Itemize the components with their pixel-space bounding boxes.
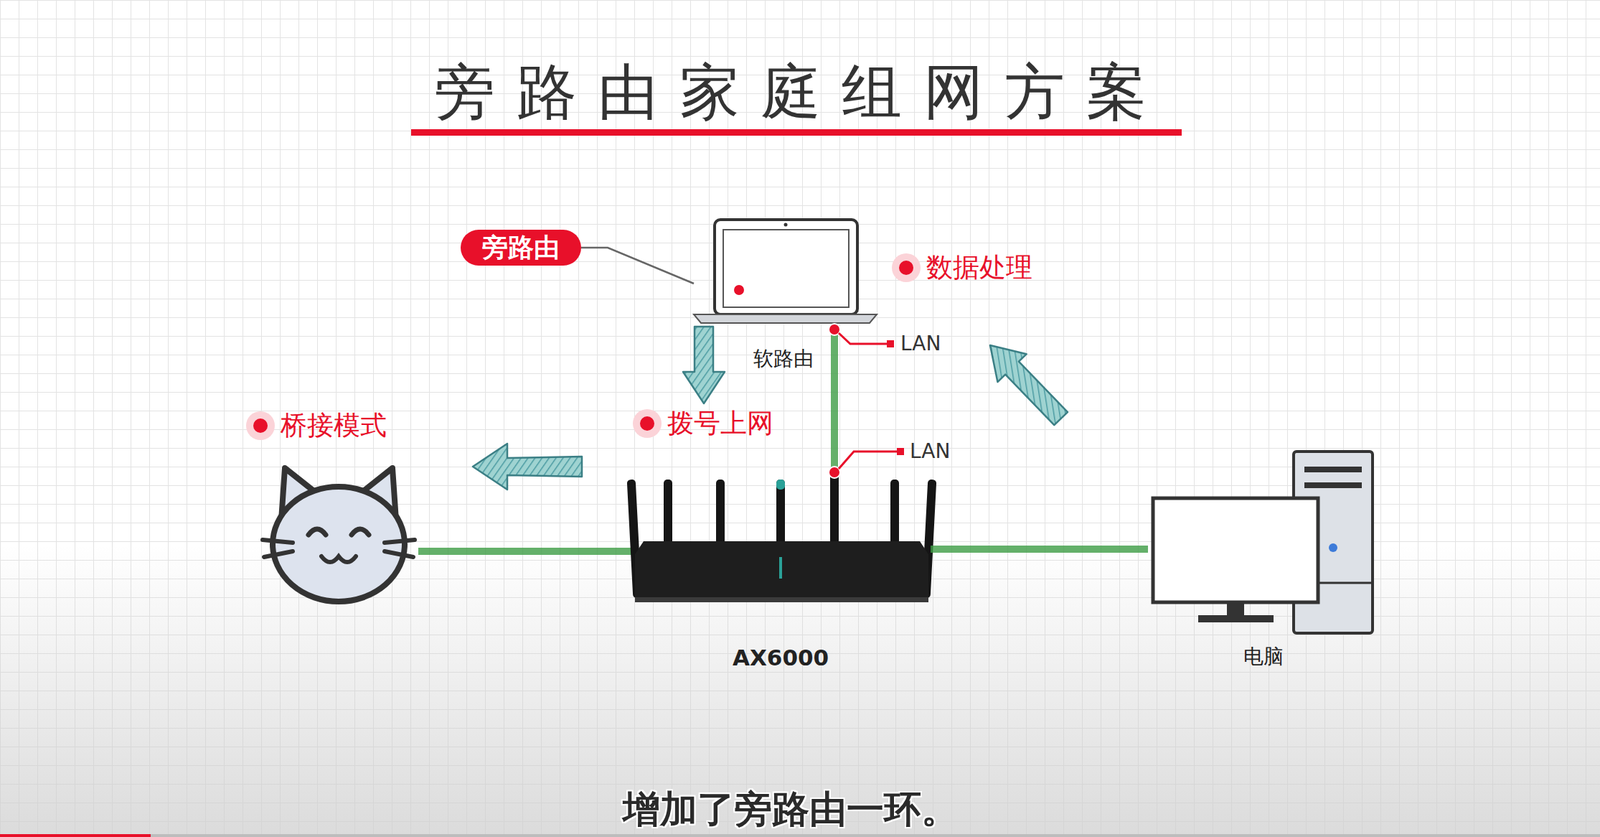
- monitor-foot: [1198, 614, 1274, 623]
- port-marker: [828, 323, 894, 348]
- dot: [253, 418, 268, 433]
- port-marker: [828, 447, 905, 478]
- cat-eye: [308, 528, 326, 535]
- dot: [640, 416, 655, 431]
- monitor-stand: [1226, 601, 1245, 617]
- device-label: 软路由: [753, 346, 814, 371]
- device-label: 电脑: [1243, 644, 1284, 669]
- router-antenna: [776, 479, 785, 548]
- laptop-camera: [784, 223, 788, 227]
- computer-icon: [1153, 451, 1373, 633]
- tower-slot: [1304, 466, 1362, 473]
- flow-arrow: [472, 443, 582, 490]
- laptop-icon: [693, 219, 877, 323]
- feature-label: 数据处理: [926, 251, 1033, 284]
- port-label: LAN: [900, 331, 941, 356]
- power-light: [1328, 543, 1338, 552]
- subtitle-caption: 增加了旁路由一环。: [622, 788, 959, 830]
- leader-line: [838, 451, 899, 469]
- network-cable: [930, 545, 1148, 553]
- dot-halo: [632, 408, 662, 438]
- router-icon: [627, 472, 938, 602]
- cat-eye: [351, 528, 369, 535]
- callout-dot: [733, 284, 745, 295]
- router-antenna: [830, 472, 839, 548]
- bullet-dot: [891, 253, 921, 282]
- tower-slot: [1304, 482, 1362, 488]
- dot: [899, 260, 914, 275]
- router-node: AX6000: [632, 472, 931, 602]
- callout-text: 旁路由: [482, 231, 560, 263]
- diagram-title: 旁路由家庭组网方案: [413, 58, 1168, 125]
- title-underline: [411, 129, 1182, 136]
- flow-arrow: [683, 326, 725, 404]
- laptop-base: [693, 314, 877, 323]
- network-cable: [830, 324, 839, 473]
- router-antenna-tip: [776, 479, 785, 490]
- router-antenna: [716, 479, 725, 548]
- bullet-dot: [632, 408, 662, 438]
- network-cable: [418, 547, 633, 555]
- progress-bar: [0, 833, 151, 837]
- cat-mouth: [321, 556, 356, 562]
- cat-modem-icon: [262, 467, 415, 602]
- leader-end: [896, 447, 905, 455]
- router-body: [634, 540, 929, 600]
- leader-line: [581, 247, 694, 284]
- computer-monitor: [1153, 497, 1319, 602]
- leader-line: [838, 332, 889, 344]
- computer-node: 电脑: [1147, 449, 1375, 635]
- laptop-screen: [723, 229, 849, 308]
- port-label: LAN: [909, 439, 950, 464]
- feature-label: 拨号上网: [667, 407, 774, 440]
- device-label: AX6000: [732, 644, 829, 671]
- dot-halo: [891, 253, 921, 282]
- progress-track: [0, 833, 1600, 837]
- flow-arrow: [975, 331, 1076, 433]
- router-antenna: [890, 479, 900, 548]
- laptop-node: 软路由: [693, 219, 877, 325]
- router-base: [634, 596, 929, 602]
- feature-label: 桥接模式: [280, 409, 387, 442]
- laptop-lid: [714, 219, 858, 315]
- dot-halo: [246, 411, 275, 440]
- cat-whiskers: [262, 539, 415, 557]
- leader-end: [886, 340, 894, 348]
- bullet-dot: [246, 411, 275, 440]
- router-antenna: [663, 479, 673, 548]
- router-light: [779, 556, 783, 579]
- callout-pill: 旁路由: [460, 229, 582, 265]
